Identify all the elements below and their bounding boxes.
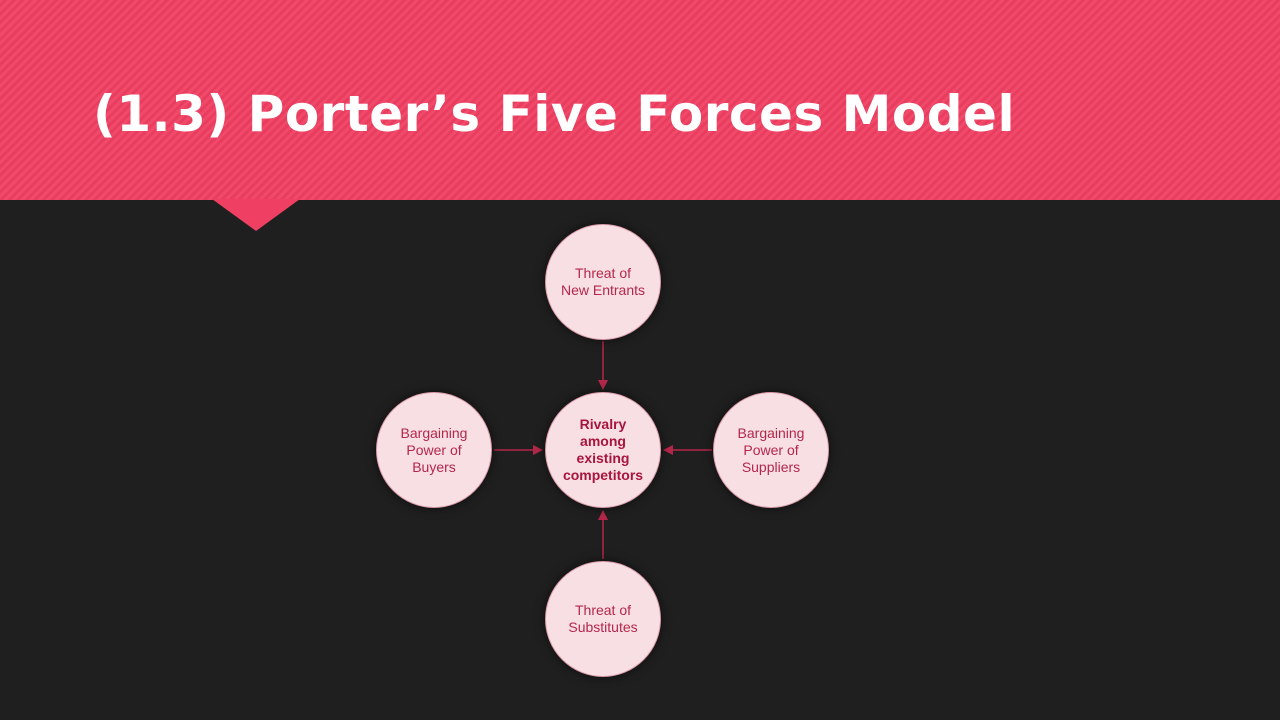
node-label: Rivalry among existing competitors [562,416,644,483]
slide-title: (1.3) Porter’s Five Forces Model [93,85,1016,143]
node-label: Threat of Substitutes [568,602,638,635]
node-label: Threat of New Entrants [560,265,646,298]
node-label: Bargaining Power of Suppliers [737,424,805,475]
node-bargaining-power-of-buyers: Bargaining Power of Buyers [376,392,492,508]
banner-pointer [212,199,300,231]
node-bargaining-power-of-suppliers: Bargaining Power of Suppliers [713,392,829,508]
node-label: Bargaining Power of Buyers [400,424,468,475]
node-threat-of-new-entrants: Threat of New Entrants [545,224,661,340]
node-rivalry-among-competitors: Rivalry among existing competitors [545,392,661,508]
title-banner [0,0,1280,200]
node-threat-of-substitutes: Threat of Substitutes [545,561,661,677]
